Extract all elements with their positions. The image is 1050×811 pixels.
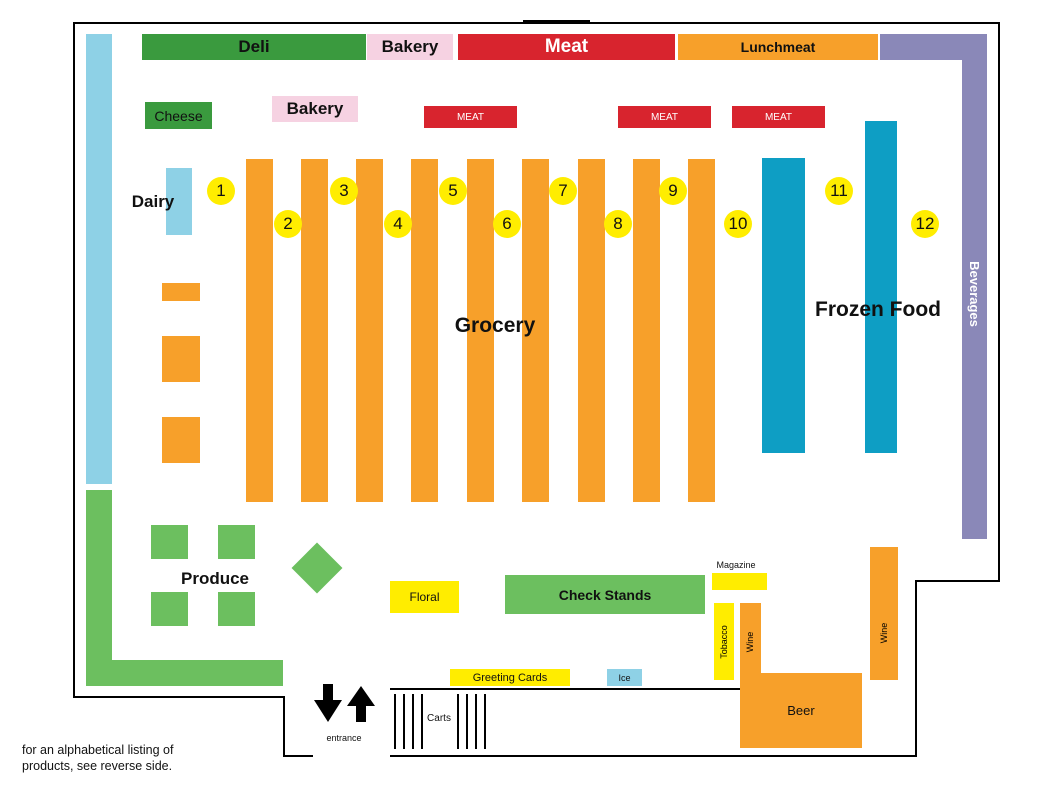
endcap-display-small[interactable] (162, 283, 200, 301)
wall-entry-left (283, 696, 285, 757)
cart-corral-line (421, 694, 423, 749)
aisle-number-1[interactable]: 1 (207, 177, 235, 205)
aisle-number-10[interactable]: 10 (724, 210, 752, 238)
grocery-label: Grocery (454, 314, 536, 337)
produce-table[interactable] (151, 525, 188, 559)
wall-entry-bottom (283, 755, 313, 757)
produce-wall-vertical[interactable] (86, 490, 112, 686)
aisle-number-7[interactable]: 7 (549, 177, 577, 205)
aisle-number-2[interactable]: 2 (274, 210, 302, 238)
wine-left-label: Wine (745, 631, 755, 653)
wall-top (73, 22, 1000, 24)
deli-section[interactable]: Deli (142, 34, 366, 60)
footnote-line-2: products, see reverse side. (22, 759, 173, 773)
wall-front-upper (390, 688, 740, 690)
grocery-shelf[interactable] (578, 159, 605, 502)
bakery-counter[interactable]: Bakery (272, 96, 358, 122)
check-stands[interactable]: Check Stands (505, 575, 705, 614)
aisle-number-11[interactable]: 11 (825, 177, 853, 205)
grocery-shelf[interactable] (633, 159, 660, 502)
tobacco-label: Tobacco (719, 625, 729, 659)
magazine-rack[interactable] (712, 573, 767, 590)
wall-bottom-left (73, 696, 285, 698)
meat-counter-3[interactable]: MEAT (732, 106, 825, 128)
cart-corral-line (484, 694, 486, 749)
tobacco-section[interactable] (714, 603, 734, 680)
beer-section[interactable]: Beer (740, 673, 862, 748)
aisle-number-8[interactable]: 8 (604, 210, 632, 238)
meat-section[interactable]: Meat (458, 34, 675, 60)
aisle-number-5[interactable]: 5 (439, 177, 467, 205)
aisle-number-3[interactable]: 3 (330, 177, 358, 205)
produce-label: Produce (180, 569, 250, 588)
produce-wall-horizontal[interactable] (86, 660, 283, 686)
meat-counter-2[interactable]: MEAT (618, 106, 711, 128)
footnote-line-1: for an alphabetical listing of (22, 743, 174, 757)
frozen-case-1[interactable] (762, 158, 805, 453)
frozen-food-label: Frozen Food (815, 298, 941, 321)
dairy-case[interactable] (166, 168, 192, 235)
grocery-shelf[interactable] (688, 159, 715, 502)
wine-shelf-left[interactable] (740, 603, 761, 679)
cart-corral-line (412, 694, 414, 749)
entrance-arrows-icon (314, 684, 375, 722)
wine-shelf-right[interactable] (870, 547, 898, 680)
wine-right-label: Wine (879, 622, 889, 644)
wall-top-notch (523, 20, 590, 23)
beverages-label: Beverages (967, 261, 983, 327)
footnote: for an alphabetical listing of products,… (22, 742, 173, 774)
wall-right-step (915, 580, 1000, 582)
beverages-section[interactable] (962, 34, 987, 539)
lunchmeat-section[interactable]: Lunchmeat (678, 34, 878, 60)
greeting-cards-section[interactable]: Greeting Cards (450, 669, 570, 686)
grocery-shelf[interactable] (467, 159, 494, 502)
aisle-number-4[interactable]: 4 (384, 210, 412, 238)
wall-left (73, 22, 75, 697)
cart-corral-line (475, 694, 477, 749)
meat-counter-1[interactable]: MEAT (424, 106, 517, 128)
endcap-display-1[interactable] (162, 336, 200, 382)
grocery-shelf[interactable] (356, 159, 383, 502)
ice-freezer[interactable]: Ice (607, 669, 642, 686)
produce-table[interactable] (218, 592, 255, 626)
arrow-down-icon (314, 684, 342, 722)
produce-diamond-display[interactable] (291, 542, 343, 594)
arrow-up-icon (347, 686, 375, 722)
wall-right-lower (915, 580, 917, 757)
cart-corral-line (403, 694, 405, 749)
bakery-top-section[interactable]: Bakery (367, 34, 453, 60)
floral-section[interactable]: Floral (390, 581, 459, 613)
grocery-shelf[interactable] (411, 159, 438, 502)
wall-front-lower (390, 755, 917, 757)
cart-corral-line (457, 694, 459, 749)
dairy-label: Dairy (131, 192, 175, 211)
entrance-label[interactable]: entrance (326, 733, 362, 743)
produce-table[interactable] (218, 525, 255, 559)
magazine-label: Magazine (716, 560, 756, 570)
carts-label: Carts (427, 712, 451, 724)
grocery-shelf[interactable] (301, 159, 328, 502)
produce-table[interactable] (151, 592, 188, 626)
cheese-counter[interactable]: Cheese (145, 102, 212, 129)
aisle-number-12[interactable]: 12 (911, 210, 939, 238)
wall-right-upper (998, 22, 1000, 582)
aisle-number-9[interactable]: 9 (659, 177, 687, 205)
dairy-wall-cooler[interactable] (86, 34, 112, 484)
grocery-shelf[interactable] (246, 159, 273, 502)
cart-corral-line (394, 694, 396, 749)
endcap-display-2[interactable] (162, 417, 200, 463)
frozen-case-2[interactable] (865, 121, 897, 453)
aisle-number-6[interactable]: 6 (493, 210, 521, 238)
cart-corral-line (466, 694, 468, 749)
grocery-shelf[interactable] (522, 159, 549, 502)
